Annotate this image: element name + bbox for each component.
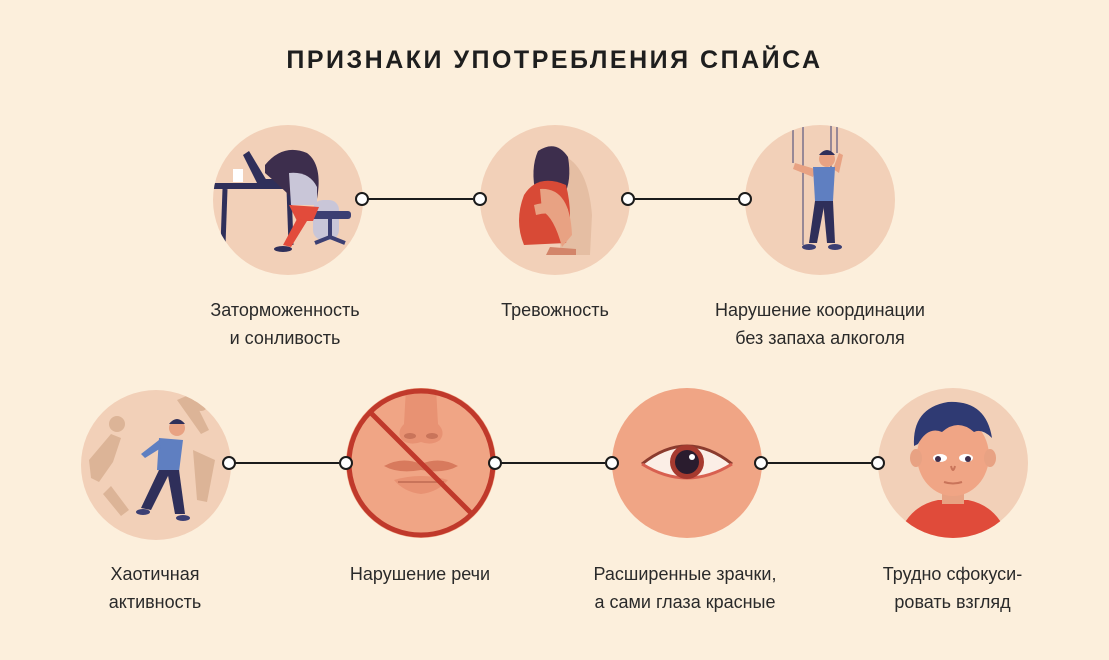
connector-dot (605, 456, 619, 470)
crossed-out-mouth-icon (346, 388, 496, 538)
unfocused-boy-face-icon (878, 388, 1028, 538)
chaotic-activity-icon (81, 390, 231, 540)
anxious-person-icon (480, 125, 630, 275)
connector-dot (871, 456, 885, 470)
connector-line (367, 198, 473, 200)
sign-label: Хаотичная активность (108, 564, 202, 612)
connector-dot (339, 456, 353, 470)
connector-line (500, 462, 605, 464)
sign-label: Нарушение координации без запаха алкогол… (715, 300, 925, 348)
sign-label: Тревожность (501, 300, 609, 320)
sign-label: Нарушение речи (349, 564, 491, 584)
sign-label: Трудно сфокуси- ровать взгляд (882, 564, 1023, 612)
connector-line (766, 462, 871, 464)
page-title: ПРИЗНАКИ УПОТРЕБЛЕНИЯ СПАЙСА (286, 46, 823, 74)
connector-line (633, 198, 738, 200)
red-eye-icon (612, 388, 762, 538)
sign-label: Расширенные зрачки, а сами глаза красные (593, 564, 777, 612)
connector-line (234, 462, 339, 464)
connector-dot (738, 192, 752, 206)
connector-dot (473, 192, 487, 206)
sign-label: Заторможенность и сонливость (210, 300, 360, 348)
puppet-on-strings-icon (745, 125, 895, 275)
person-asleep-at-desk-icon (213, 125, 363, 275)
